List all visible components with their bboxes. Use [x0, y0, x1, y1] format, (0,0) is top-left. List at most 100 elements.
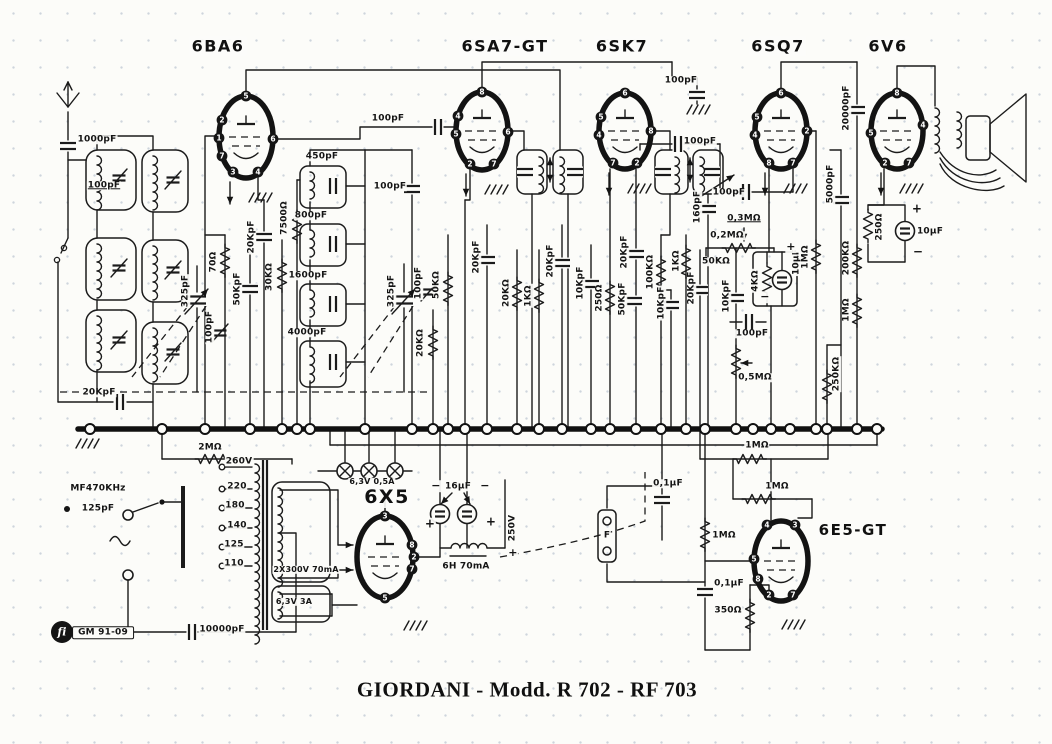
- component-label: 125pF: [80, 503, 116, 514]
- tube-pin-number: 7: [219, 152, 224, 161]
- tube-pin-number: 7: [790, 591, 795, 600]
- component-label: 30KΩ: [264, 262, 275, 292]
- tube-pin-number: 4: [752, 131, 757, 140]
- component-label: 50KpF: [617, 281, 628, 317]
- component-label: 1MΩ: [744, 440, 770, 451]
- tube-pin-number: 1: [216, 134, 221, 143]
- component-label: 1MΩ: [764, 481, 790, 492]
- component-label: 0,2MΩ: [709, 230, 745, 241]
- component-label: fi: [57, 625, 67, 639]
- tube-pin-number: 5: [243, 92, 248, 101]
- component-label: 100pF: [711, 187, 747, 198]
- component-label: −: [911, 244, 925, 259]
- component-label: 2X300V 70mA: [272, 564, 340, 575]
- component-label: F: [602, 530, 612, 541]
- component-label: 20KpF: [81, 387, 117, 398]
- component-label: 0,3MΩ: [726, 213, 762, 224]
- tube-pin-number: 4: [255, 168, 260, 177]
- component-label: 100pF: [663, 75, 699, 86]
- component-label: 10μF: [915, 226, 945, 237]
- component-label: 20000pF: [841, 84, 852, 132]
- tube-pin-number: 7: [790, 159, 795, 168]
- tube-pin-number: 3: [382, 512, 387, 521]
- tube-pin-number: 8: [479, 88, 484, 97]
- component-label: 16μF: [443, 481, 473, 492]
- component-label: 160pF: [692, 189, 703, 225]
- component-label: 6H 70mA: [441, 561, 491, 572]
- component-label: 20KΩ: [415, 328, 426, 358]
- tube-pin-number: 6: [270, 135, 275, 144]
- component-label: 800pF: [293, 210, 329, 221]
- tube-pin-number: 6: [622, 89, 627, 98]
- component-label: 10KpF: [656, 285, 667, 321]
- tube-pin-number: 5: [598, 113, 603, 122]
- tube-pin-number: 4: [455, 112, 460, 121]
- tube-pin-number: 8: [766, 159, 771, 168]
- component-label: +: [910, 201, 924, 216]
- component-label: 50KΩ: [701, 256, 731, 267]
- component-label: 50KΩ: [431, 270, 442, 300]
- component-label: 200KΩ: [841, 239, 852, 277]
- component-label: 20KpF: [246, 219, 257, 255]
- component-label: 7500Ω: [279, 200, 290, 236]
- component-label: 140: [226, 520, 248, 531]
- component-label: 6,3V 3A: [274, 596, 314, 607]
- component-label: 250KΩ: [831, 355, 842, 393]
- component-label: 20KpF: [686, 270, 697, 306]
- component-label: 250Ω: [874, 212, 885, 242]
- component-label: 180: [224, 500, 246, 511]
- component-label: 4000pF: [286, 327, 328, 338]
- tube-pin-number: 5: [868, 129, 873, 138]
- component-label: 4KΩ: [750, 269, 761, 293]
- component-label: 1000pF: [76, 134, 118, 145]
- component-label: 100pF: [370, 113, 406, 124]
- component-label: GM 91-09: [72, 626, 134, 640]
- component-label: 1MΩ: [841, 297, 852, 323]
- component-label: 10000pF: [198, 624, 246, 635]
- component-label: MF470KHz: [69, 483, 127, 494]
- component-label: 110: [223, 558, 245, 569]
- component-label: 20KpF: [619, 234, 630, 270]
- tube-pin-number: 6: [778, 89, 783, 98]
- tube-pin-number: 7: [906, 159, 911, 168]
- tube-pin-number: 5: [382, 594, 387, 603]
- component-label: +: [423, 516, 437, 531]
- tube-pin-number: 7: [610, 159, 615, 168]
- tube-6sq7-label: 6SQ7: [749, 36, 807, 56]
- component-label: 260V: [224, 456, 254, 467]
- component-label: +: [484, 514, 498, 529]
- tube-6x5-label: 6X5: [362, 486, 412, 508]
- tube-pin-number: 2: [634, 159, 639, 168]
- component-label: 100pF: [204, 309, 215, 345]
- component-label: 250Ω: [594, 283, 605, 313]
- tube-pin-number: 2: [882, 159, 887, 168]
- tube-pin-number: 6: [505, 128, 510, 137]
- tube-pin-number: 8: [894, 89, 899, 98]
- tube-pin-number: 5: [754, 113, 759, 122]
- component-label: 1MΩ: [711, 530, 737, 541]
- tube-6sk7-label: 6SK7: [593, 36, 651, 56]
- component-label: 220: [226, 481, 248, 492]
- schematic-title: GIORDANI - Modd. R 702 - RF 703: [356, 677, 698, 702]
- tube-pin-number: 4: [920, 121, 925, 130]
- component-label: 0,5MΩ: [737, 372, 773, 383]
- tube-pin-number: 2: [219, 116, 224, 125]
- component-label: 100pF: [682, 136, 718, 147]
- tube-pin-number: 5: [453, 130, 458, 139]
- component-label: 100pF: [372, 181, 408, 192]
- tube-6sa7gt-label: 6SA7-GT: [459, 36, 551, 56]
- tube-pin-number: 2: [411, 553, 416, 562]
- component-label: 100pF: [413, 265, 424, 301]
- tube-6ba6-label: 6BA6: [189, 36, 247, 56]
- tube-pin-number: 3: [230, 168, 235, 177]
- component-label: −: [759, 290, 771, 304]
- component-label: 50KpF: [232, 271, 243, 307]
- component-label: 1600pF: [287, 270, 329, 281]
- component-label: 100pF: [734, 328, 770, 339]
- component-label: 325pF: [180, 273, 191, 309]
- tube-pin-number: 8: [648, 127, 653, 136]
- tube-pin-number: 3: [792, 521, 797, 530]
- tube-6e5gt-label: 6E5-GT: [816, 521, 890, 539]
- component-label: 5000pF: [825, 163, 836, 205]
